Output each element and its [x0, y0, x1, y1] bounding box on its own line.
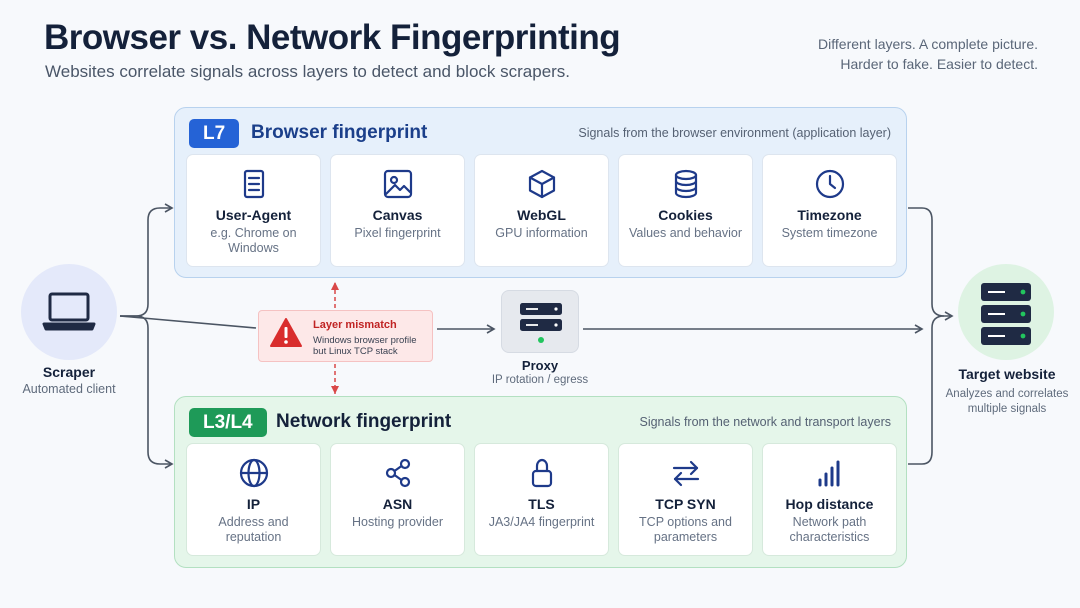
card-label: Hop distance	[785, 496, 874, 512]
image-icon	[383, 169, 412, 199]
layer-badge-l3-l4: L3/L4	[189, 408, 267, 437]
browser-fingerprint-panel: L7 Browser fingerprint Signals from the …	[174, 107, 907, 278]
signal-card-cookies: Cookies Values and behavior	[618, 154, 753, 267]
card-desc: Address and reputation	[218, 515, 289, 544]
signal-card-canvas: Canvas Pixel fingerprint	[330, 154, 465, 267]
card-label: Cookies	[658, 207, 713, 223]
proxy-node	[501, 290, 579, 353]
tagline-line-1: Different layers. A complete picture.	[818, 36, 1038, 52]
card-desc: Pixel fingerprint	[354, 226, 441, 240]
mismatch-desc-line-2: but Linux TCP stack	[313, 346, 398, 357]
card-desc: Network path characteristics	[789, 515, 870, 544]
scraper-to-network-arrow	[120, 315, 174, 469]
scraper-to-mismatch-line	[119, 315, 257, 329]
database-icon	[674, 169, 697, 199]
card-desc: Hosting provider	[351, 515, 443, 529]
browser-layer-note: Signals from the browser environment (ap…	[578, 126, 891, 140]
card-label: TCP SYN	[655, 496, 716, 512]
browser-layer-title: Browser fingerprint	[251, 122, 428, 143]
tagline-line-2: Harder to fake. Easier to detect.	[840, 56, 1038, 72]
card-label: User-Agent	[215, 207, 292, 223]
network-to-target-line	[908, 315, 945, 465]
document-icon	[243, 169, 264, 199]
target-label: Target website	[958, 366, 1056, 382]
card-label: Canvas	[372, 207, 423, 223]
target-desc: Analyzes and correlates multiple signals	[945, 388, 1069, 415]
page-subtitle: Websites correlate signals across layers…	[45, 62, 571, 81]
card-desc: System timezone	[781, 226, 878, 240]
browser-to-target-line	[908, 207, 954, 321]
signal-card-ip: IP Address and reputation	[186, 443, 321, 556]
laptop-icon	[42, 292, 96, 331]
card-label: IP	[246, 496, 261, 512]
signal-card-asn: ASN Hosting provider	[330, 443, 465, 556]
globe-icon	[239, 458, 268, 488]
layer-mismatch-box: Layer mismatch Windows browser profile b…	[258, 310, 433, 362]
share-icon	[385, 458, 410, 488]
scraper-label: Scraper	[42, 364, 96, 380]
server-stack-icon	[981, 283, 1031, 345]
layer-badge-l7: L7	[189, 119, 240, 148]
card-desc: GPU information	[495, 226, 588, 240]
network-layer-title: Network fingerprint	[276, 411, 452, 432]
page-title: Browser vs. Network Fingerprinting	[44, 18, 621, 57]
signal-card-webgl: WebGL GPU information	[474, 154, 609, 267]
card-desc: Values and behavior	[628, 226, 743, 240]
target-website-node	[958, 264, 1054, 360]
swap-arrows-icon	[672, 460, 699, 487]
card-desc: JA3/JA4 fingerprint	[488, 515, 595, 529]
cube-icon	[528, 169, 555, 199]
tagline: Different layers. A complete picture. Ha…	[818, 34, 1038, 74]
network-fingerprint-panel: L3/L4 Network fingerprint Signals from t…	[174, 396, 907, 568]
card-label: WebGL	[517, 207, 566, 223]
lock-icon	[531, 458, 552, 488]
scraper-node	[21, 264, 117, 360]
signal-bars-icon	[818, 460, 839, 487]
card-desc: e.g. Chrome on Windows	[210, 226, 297, 255]
card-desc: TCP options and parameters	[639, 515, 732, 544]
server-icon	[520, 303, 562, 343]
proxy-desc: IP rotation / egress	[491, 374, 589, 386]
signal-card-tls: TLS JA3/JA4 fingerprint	[474, 443, 609, 556]
card-label: ASN	[382, 496, 413, 512]
card-label: TLS	[528, 496, 555, 512]
mismatch-title: Layer mismatch	[313, 319, 397, 331]
network-layer-note: Signals from the network and transport l…	[639, 415, 891, 429]
signal-card-tcp-syn: TCP SYN TCP options and parameters	[618, 443, 753, 556]
signal-card-hop-distance: Hop distance Network path characteristic…	[762, 443, 897, 556]
proxy-label: Proxy	[521, 358, 559, 373]
warning-icon	[270, 318, 302, 347]
clock-icon	[815, 169, 844, 199]
signal-card-timezone: Timezone System timezone	[762, 154, 897, 267]
mismatch-desc-line-1: Windows browser profile	[313, 335, 417, 346]
card-label: Timezone	[797, 207, 862, 223]
scraper-to-browser-arrow	[120, 203, 174, 317]
mismatch-desc: Windows browser profile but Linux TCP st…	[313, 335, 416, 357]
signal-card-user-agent: User-Agent e.g. Chrome on Windows	[186, 154, 321, 267]
scraper-desc: Automated client	[22, 382, 116, 396]
